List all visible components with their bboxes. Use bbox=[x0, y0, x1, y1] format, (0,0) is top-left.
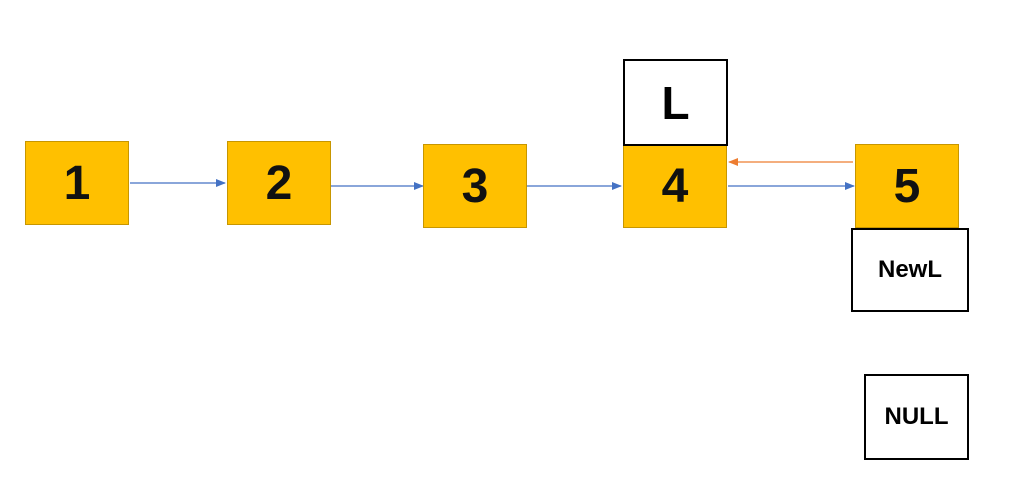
list-node-1: 1 bbox=[25, 141, 129, 225]
node-value: 4 bbox=[661, 159, 689, 213]
node-value: 1 bbox=[63, 156, 91, 210]
null-box: NULL bbox=[864, 374, 969, 460]
pointer-newl-box: NewL bbox=[851, 228, 969, 312]
pointer-newl-label: NewL bbox=[877, 256, 942, 283]
list-node-2: 2 bbox=[227, 141, 331, 225]
node-value: 3 bbox=[461, 159, 489, 213]
pointer-l-label: L bbox=[661, 76, 690, 129]
list-node-4: 4 bbox=[623, 144, 727, 228]
node-value: 2 bbox=[265, 156, 293, 210]
pointer-l-box: L bbox=[623, 59, 728, 146]
list-node-3: 3 bbox=[423, 144, 527, 228]
null-label: NULL bbox=[884, 403, 949, 430]
list-node-5: 5 bbox=[855, 144, 959, 228]
node-value: 5 bbox=[893, 159, 921, 213]
